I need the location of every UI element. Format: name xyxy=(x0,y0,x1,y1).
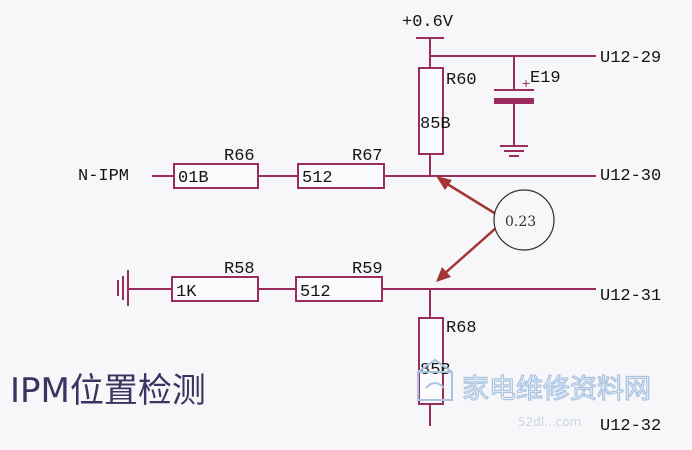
resistor-r68 xyxy=(418,317,444,405)
svg-text:+: + xyxy=(522,75,530,91)
r60-ref: R60 xyxy=(446,71,477,90)
r59-value: 512 xyxy=(300,283,331,302)
port-n-ipm: N-IPM xyxy=(78,167,129,186)
watermark-url: 52dl...com xyxy=(518,415,581,429)
resistor-r59 xyxy=(295,276,383,302)
ground-symbol xyxy=(117,270,172,306)
r67-value: 512 xyxy=(302,169,333,188)
capacitor-e19: + xyxy=(494,56,534,157)
port-u12-32: U12-32 xyxy=(600,417,661,436)
r68-ref: R68 xyxy=(446,319,477,338)
r66-value: 01B xyxy=(178,169,209,188)
e19-ref: E19 xyxy=(530,69,561,88)
r60-value: 85B xyxy=(420,115,451,134)
r67-ref: R67 xyxy=(352,147,383,166)
supply-label: +0.6V xyxy=(402,13,454,32)
watermark-logo xyxy=(417,358,453,401)
port-u12-29: U12-29 xyxy=(600,49,661,68)
r58-ref: R58 xyxy=(224,260,255,279)
resistor-r58 xyxy=(171,276,259,302)
diagram-caption: IPM位置检测 xyxy=(10,371,206,411)
resistor-r67 xyxy=(297,163,385,189)
r58-value: 1K xyxy=(176,283,197,302)
voltage-annotation-label: 0.23 xyxy=(505,214,536,230)
resistor-r60 xyxy=(418,67,444,155)
voltage-annotation xyxy=(436,176,555,282)
port-u12-30: U12-30 xyxy=(600,167,661,186)
r68-value: 85B xyxy=(420,361,451,380)
r59-ref: R59 xyxy=(352,260,383,279)
r66-ref: R66 xyxy=(224,147,255,166)
resistor-r66 xyxy=(173,163,259,189)
watermark-text: 家电维修资料网 xyxy=(462,374,651,405)
port-u12-31: U12-31 xyxy=(600,287,661,306)
